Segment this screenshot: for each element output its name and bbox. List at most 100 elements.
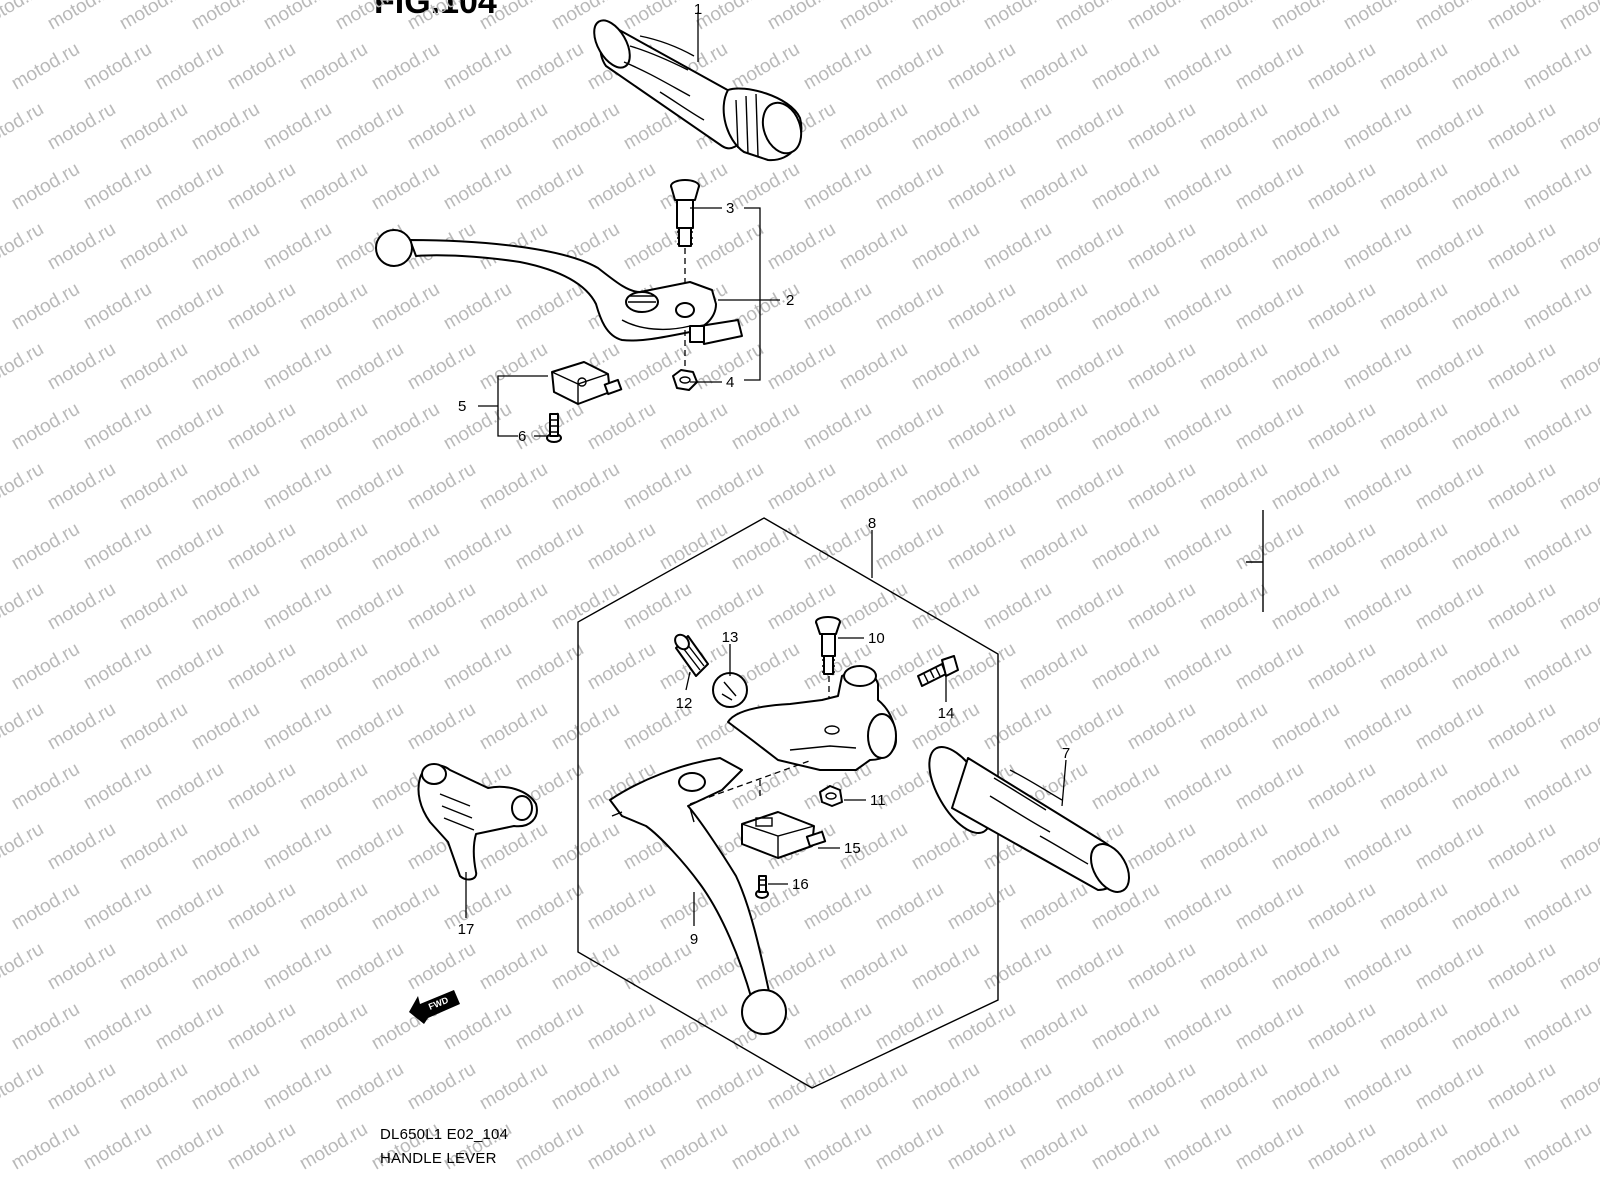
watermark-text: motod.ru	[1412, 699, 1487, 755]
watermark-text: motod.ru	[476, 99, 551, 155]
watermark-text: motod.ru	[1268, 219, 1343, 275]
watermark-text: motod.ru	[1376, 1119, 1451, 1175]
watermark-text: motod.ru	[1160, 159, 1235, 215]
watermark-text: motod.ru	[1556, 819, 1600, 875]
watermark-text: motod.ru	[152, 1119, 227, 1175]
watermark-text: motod.ru	[116, 459, 191, 515]
watermark-text: motod.ru	[440, 639, 515, 695]
watermark-text: motod.ru	[8, 999, 83, 1055]
watermark-text: motod.ru	[296, 999, 371, 1055]
watermark-text: motod.ru	[260, 939, 335, 995]
watermark-text: motod.ru	[260, 1059, 335, 1115]
watermark-text: motod.ru	[1268, 99, 1343, 155]
watermark-text: motod.ru	[8, 759, 83, 815]
watermark-text: motod.ru	[656, 999, 731, 1055]
watermark-text: motod.ru	[1520, 399, 1595, 455]
watermark-text: motod.ru	[620, 579, 695, 635]
watermark-text: motod.ru	[404, 0, 479, 34]
watermark-text: motod.ru	[908, 1059, 983, 1115]
callout-10: 10	[868, 630, 885, 647]
watermark-text: motod.ru	[980, 459, 1055, 515]
watermark-text: motod.ru	[1556, 699, 1600, 755]
watermark-text: motod.ru	[296, 879, 371, 935]
watermark-text: motod.ru	[1160, 279, 1235, 335]
watermark-text: motod.ru	[1376, 39, 1451, 95]
watermark-text: motod.ru	[1052, 939, 1127, 995]
watermark-text: motod.ru	[1448, 519, 1523, 575]
watermark-text: motod.ru	[1304, 39, 1379, 95]
watermark-text: motod.ru	[224, 159, 299, 215]
watermark-text: motod.ru	[1124, 339, 1199, 395]
watermark-text: motod.ru	[800, 999, 875, 1055]
watermark-text: motod.ru	[368, 159, 443, 215]
watermark-text: motod.ru	[944, 399, 1019, 455]
watermark-text: motod.ru	[1232, 999, 1307, 1055]
watermark-text: motod.ru	[1304, 159, 1379, 215]
watermark-text: motod.ru	[872, 1119, 947, 1175]
watermark-text: motod.ru	[620, 459, 695, 515]
callout-3: 3	[726, 200, 734, 217]
watermark-text: motod.ru	[800, 1119, 875, 1175]
watermark-text: motod.ru	[224, 519, 299, 575]
part-16-screw	[755, 875, 769, 899]
watermark-text: motod.ru	[1088, 639, 1163, 695]
watermark-text: motod.ru	[1124, 579, 1199, 635]
callout-6: 6	[518, 428, 526, 445]
watermark-text: motod.ru	[1232, 399, 1307, 455]
watermark-text: motod.ru	[368, 519, 443, 575]
watermark-text: motod.ru	[0, 339, 47, 395]
watermark-text: motod.ru	[764, 459, 839, 515]
watermark-text: motod.ru	[1232, 279, 1307, 335]
watermark-text: motod.ru	[944, 1119, 1019, 1175]
watermark-text: motod.ru	[8, 639, 83, 695]
watermark-text: motod.ru	[1160, 759, 1235, 815]
watermark-text: motod.ru	[1124, 819, 1199, 875]
watermark-text: motod.ru	[1124, 219, 1199, 275]
part-11-nut	[819, 785, 843, 807]
watermark-text: motod.ru	[1196, 459, 1271, 515]
watermark-text: motod.ru	[80, 999, 155, 1055]
watermark-text: motod.ru	[44, 579, 119, 635]
watermark-text: motod.ru	[836, 459, 911, 515]
watermark-text: motod.ru	[908, 939, 983, 995]
watermark-text: motod.ru	[1088, 759, 1163, 815]
watermark-text: motod.ru	[800, 519, 875, 575]
watermark-text: motod.ru	[152, 759, 227, 815]
callout-5: 5	[458, 398, 466, 415]
watermark-text: motod.ru	[224, 279, 299, 335]
watermark-text: motod.ru	[512, 279, 587, 335]
watermark-text: motod.ru	[1268, 939, 1343, 995]
watermark-text: motod.ru	[1268, 339, 1343, 395]
watermark-text: motod.ru	[1448, 999, 1523, 1055]
clutch-lever-holder	[727, 665, 897, 771]
watermark-text: motod.ru	[836, 99, 911, 155]
watermark-text: motod.ru	[1232, 639, 1307, 695]
watermark-text: motod.ru	[1196, 1059, 1271, 1115]
watermark-text: motod.ru	[1376, 879, 1451, 935]
watermark-text: motod.ru	[1448, 39, 1523, 95]
watermark-text: motod.ru	[800, 879, 875, 935]
watermark-text: motod.ru	[0, 1059, 47, 1115]
callout-11: 11	[870, 792, 886, 809]
watermark-text: motod.ru	[1088, 159, 1163, 215]
watermark-text: motod.ru	[44, 219, 119, 275]
callout-9: 9	[690, 931, 698, 948]
watermark-text: motod.ru	[980, 699, 1055, 755]
watermark-text: motod.ru	[1340, 459, 1415, 515]
watermark-text: motod.ru	[44, 99, 119, 155]
watermark-text: motod.ru	[1088, 399, 1163, 455]
callout-13: 13	[722, 629, 739, 646]
watermark-text: motod.ru	[0, 0, 47, 34]
watermark-text: motod.ru	[188, 219, 263, 275]
watermark-text: motod.ru	[116, 699, 191, 755]
watermark-text: motod.ru	[584, 519, 659, 575]
watermark-text: motod.ru	[836, 219, 911, 275]
watermark-text: motod.ru	[368, 879, 443, 935]
watermark-text: motod.ru	[152, 999, 227, 1055]
part-4-nut	[672, 369, 698, 391]
watermark-text: motod.ru	[80, 1119, 155, 1175]
watermark-text: motod.ru	[404, 939, 479, 995]
watermark-text: motod.ru	[1520, 159, 1595, 215]
watermark-text: motod.ru	[368, 639, 443, 695]
